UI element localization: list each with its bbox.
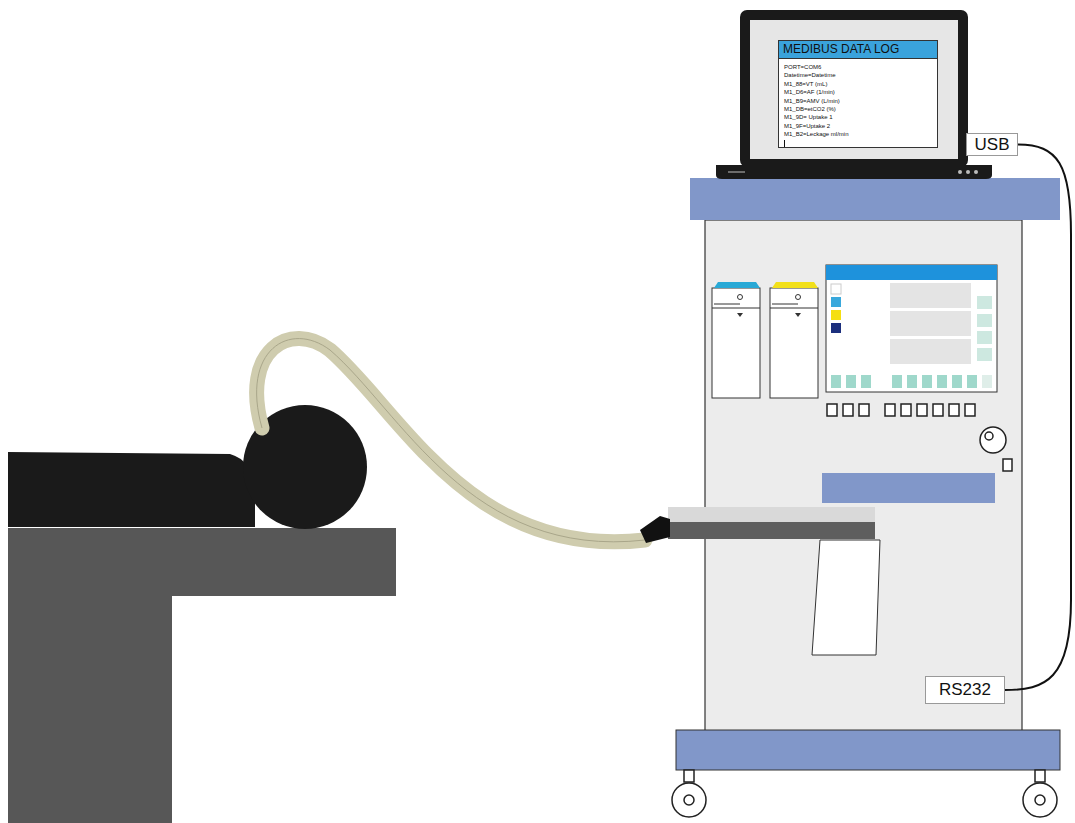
log-line: M1_88=VT (mL) <box>779 80 937 88</box>
patient-body <box>8 452 255 527</box>
laptop-screen <box>740 10 968 167</box>
log-line: PORT=COM6 <box>779 63 937 71</box>
machine-screen <box>826 265 997 392</box>
text-cursor <box>784 140 785 147</box>
log-line: M1_9F=Uptake 2 <box>779 122 937 130</box>
log-line: M1_9D= Uptake 1 <box>779 113 937 121</box>
laptop-leds <box>958 170 978 174</box>
laptop-slot <box>728 171 745 173</box>
machine-top <box>690 178 1060 220</box>
machine-buttons <box>827 404 1012 471</box>
work-surface-edge <box>668 522 875 539</box>
wheels <box>672 770 1057 817</box>
port-name: USB <box>975 135 1010 154</box>
log-line: M1_DB=etCO2 (%) <box>779 105 937 113</box>
machine-body <box>705 220 1022 732</box>
table-top <box>8 528 396 596</box>
laptop-base <box>716 165 992 179</box>
breathing-tube <box>257 339 645 542</box>
log-line: M1_D6=AF (1/min) <box>779 88 937 96</box>
breathing-bag <box>812 540 880 655</box>
table-leg <box>8 596 172 823</box>
vaporizers <box>712 282 818 398</box>
log-window: MEDIBUS DATA LOG PORT=COM6Datetime=Dateti… <box>778 40 938 148</box>
log-line: M1_B9=AMV (L/min) <box>779 97 937 105</box>
log-line: Datetime=Datetime <box>779 71 937 79</box>
machine-shelf <box>822 473 995 503</box>
log-line: M1_B2=Leckage ml/min <box>779 130 937 138</box>
breathing-tube-edge <box>257 339 645 542</box>
machine-base <box>676 730 1060 770</box>
work-surface <box>668 507 875 522</box>
port-label: USB <box>966 133 1018 156</box>
window-title: MEDIBUS DATA LOG <box>779 41 937 59</box>
port-name: RS232 <box>939 680 991 699</box>
port-label: RS232 <box>925 676 1005 704</box>
serial-cable <box>1005 145 1071 691</box>
tube-connector <box>640 516 670 543</box>
laptop-display <box>750 20 958 159</box>
